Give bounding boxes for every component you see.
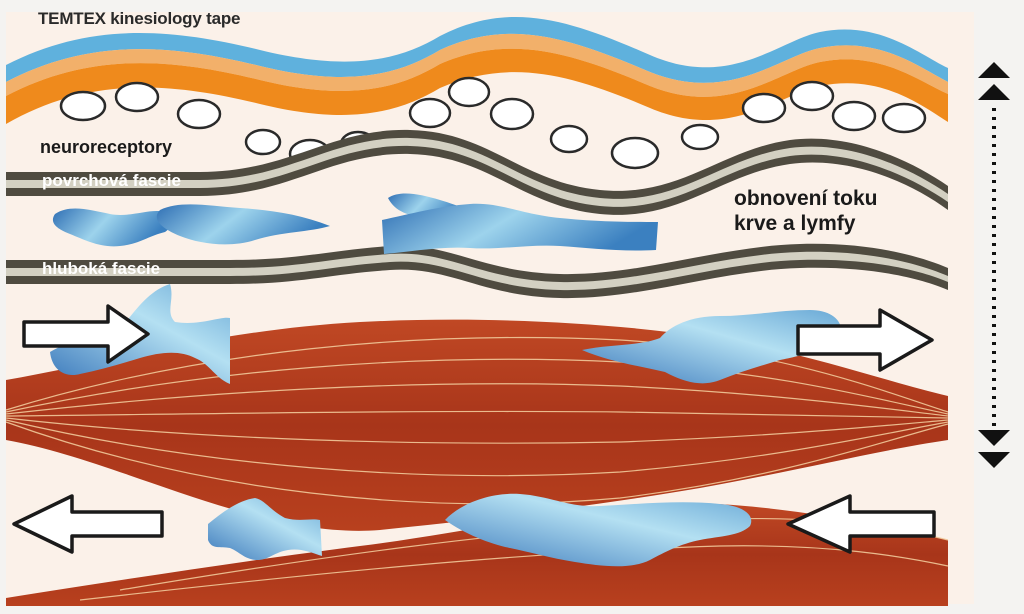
neuroreceptor-cell (408, 97, 452, 129)
up-arrow-icon (978, 84, 1010, 100)
neuroreceptor-cell (244, 128, 282, 156)
muscle-fiber (5, 419, 949, 477)
neuroreceptor-cells (59, 76, 927, 170)
up-arrow-icon (978, 62, 1010, 78)
neuroreceptor-cell (741, 92, 787, 124)
superficial-fascia-label: povrchová fascie (42, 171, 181, 190)
down-arrow-icon (978, 452, 1010, 468)
neuroreceptor-cell (114, 81, 160, 113)
fluid-blob (382, 203, 658, 254)
tape-light-orange-layer (6, 33, 948, 97)
deep-fascia-label: hluboká fascie (42, 259, 161, 278)
right-arrow-icon (22, 304, 150, 364)
left-arrow-icon (12, 494, 164, 554)
fluid-blob (156, 204, 330, 245)
fluid-blob (52, 208, 169, 247)
muscle-fiber (5, 358, 949, 415)
fluid-blob (445, 493, 752, 567)
neuroreceptor-cell (831, 100, 877, 132)
neuroreceptor-cell (447, 76, 491, 108)
superficial-fascia-band (6, 129, 948, 215)
right-arrow-icon (796, 308, 934, 372)
neuroreceptor-cell (680, 123, 720, 151)
restoration-label-line2: krve a lymfy (734, 212, 856, 235)
neuroreceptor-cell (549, 124, 589, 154)
neuroreceptors-label: neuroreceptory (40, 137, 173, 157)
tape-blue-layer (6, 16, 948, 83)
neuroreceptor-cell (789, 80, 835, 112)
vertical-lift-indicator (978, 62, 1010, 468)
deep-fascia-inner (6, 251, 948, 291)
neuroreceptor-cell (881, 102, 927, 134)
neuroreceptor-cell (176, 98, 222, 130)
muscle-fiber (5, 410, 949, 419)
neuroreceptor-cell (610, 136, 660, 170)
tape-orange-layer (6, 48, 948, 124)
muscle-fiber (5, 383, 949, 417)
diagram-title: TEMTEX kinesiology tape (38, 9, 241, 28)
restoration-label-line1: obnovení toku (734, 187, 878, 210)
muscle-fiber (5, 336, 949, 413)
left-arrow-icon (786, 494, 936, 554)
down-arrow-icon (978, 430, 1010, 446)
fluid-blob (208, 498, 322, 560)
restoration-label: obnovení toku krve a lymfy (734, 186, 878, 236)
neuroreceptor-cell (59, 90, 107, 122)
muscle-fibers (5, 336, 949, 601)
neuroreceptor-cell (489, 97, 535, 131)
fluid-blob (582, 310, 841, 384)
muscle-fiber (5, 417, 949, 444)
